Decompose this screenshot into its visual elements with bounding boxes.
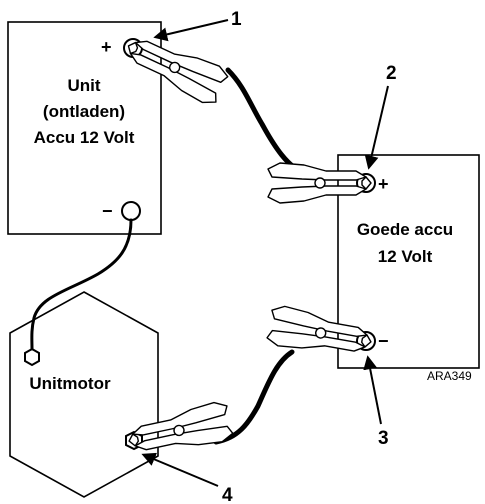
callout-2: 2 bbox=[364, 63, 397, 170]
ground-wire bbox=[30, 218, 133, 351]
callout-1-number: 1 bbox=[231, 9, 242, 30]
unit-motor-hexagon bbox=[9, 291, 159, 498]
good-battery-label-line2: 12 Volt bbox=[378, 247, 433, 266]
clamp-4-icon bbox=[128, 401, 234, 451]
unit-motor-label: Unitmotor bbox=[29, 374, 111, 393]
unit-battery-minus-sign: − bbox=[102, 201, 113, 221]
callout-3-number: 3 bbox=[378, 428, 389, 449]
unit-motor-ground-nut-icon bbox=[24, 347, 40, 367]
callout-2-arrow bbox=[364, 85, 389, 170]
callout-4-arrow bbox=[141, 452, 219, 487]
unit-battery-label-line2: (ontladen) bbox=[43, 102, 125, 121]
callout-2-number: 2 bbox=[386, 63, 397, 84]
good-battery-plus-sign: + bbox=[378, 174, 389, 194]
callout-3-arrow bbox=[363, 355, 382, 425]
negative-jumper-cable bbox=[213, 349, 295, 445]
good-battery-minus-sign: − bbox=[378, 331, 389, 351]
unit-battery-negative-terminal bbox=[121, 201, 141, 221]
positive-jumper-cable bbox=[225, 67, 309, 177]
unit-battery: Unit (ontladen) Accu 12 Volt + − bbox=[7, 21, 162, 235]
figure-code: ARA349 bbox=[427, 369, 472, 383]
good-battery-label-line1: Goede accu bbox=[357, 220, 453, 239]
callout-1-arrow bbox=[153, 19, 229, 42]
unit-battery-plus-sign: + bbox=[101, 37, 112, 57]
callout-3: 3 bbox=[363, 355, 389, 449]
callout-4-number: 4 bbox=[222, 485, 233, 504]
callout-1: 1 bbox=[153, 9, 242, 42]
good-battery: Goede accu 12 Volt + − ARA349 bbox=[337, 154, 480, 383]
unit-battery-label-line3: Accu 12 Volt bbox=[34, 128, 135, 147]
clamp-3-icon bbox=[266, 305, 372, 352]
unit-battery-label-line1: Unit bbox=[67, 76, 100, 95]
clamp-1-icon bbox=[127, 40, 229, 104]
callout-4: 4 bbox=[141, 452, 233, 504]
clamp-2-icon bbox=[267, 162, 372, 204]
